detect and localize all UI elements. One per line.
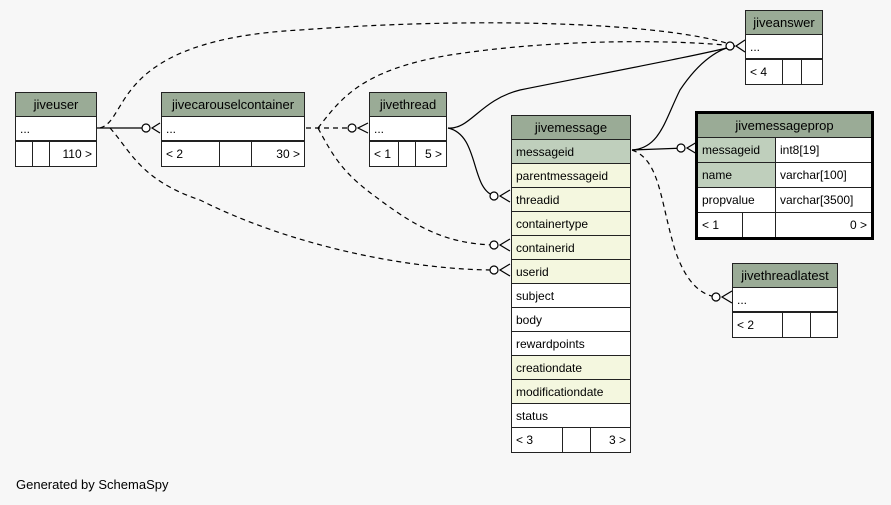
table-footer: < 2 bbox=[733, 312, 837, 337]
table-title: jiveuser bbox=[16, 93, 96, 117]
table-jivemessage[interactable]: jivemessage messageid parentmessageid th… bbox=[511, 115, 631, 453]
table-footer: < 3 3 > bbox=[512, 428, 630, 452]
column-row: subject bbox=[512, 284, 630, 308]
table-footer: < 1 0 > bbox=[698, 213, 871, 237]
table-footer: 110 > bbox=[16, 141, 96, 166]
footer-columns bbox=[563, 428, 591, 452]
footer-columns bbox=[743, 213, 776, 237]
table-jivecarouselcontainer[interactable]: jivecarouselcontainer ... < 2 30 > bbox=[161, 92, 305, 167]
footer-columns bbox=[399, 142, 416, 166]
footer-parents: < 2 bbox=[733, 313, 783, 337]
table-jivethreadlatest[interactable]: jivethreadlatest ... < 2 bbox=[732, 263, 838, 338]
table-jivethread[interactable]: jivethread ... < 1 5 > bbox=[369, 92, 447, 167]
edge-message-latest bbox=[631, 149, 719, 298]
column-row: modificationdate bbox=[512, 380, 630, 404]
footer-children bbox=[802, 60, 822, 84]
table-title: jivethread bbox=[370, 93, 446, 117]
footer-parents: < 1 bbox=[370, 142, 399, 166]
table-footer: < 2 30 > bbox=[162, 141, 304, 166]
edge-message-answer bbox=[631, 45, 736, 151]
column-row: status bbox=[512, 404, 630, 428]
column-row: messageid bbox=[512, 140, 630, 164]
table-title: jivemessageprop bbox=[698, 114, 871, 138]
footer-columns bbox=[783, 60, 802, 84]
footer-children bbox=[811, 313, 837, 337]
column-row: creationdate bbox=[512, 356, 630, 380]
edge-carousel-container bbox=[317, 127, 496, 246]
table-ellipsis: ... bbox=[162, 117, 304, 141]
table-title: jivethreadlatest bbox=[733, 264, 837, 288]
footer-children: 3 > bbox=[608, 433, 626, 447]
column-row: name varchar[100] bbox=[698, 163, 871, 188]
table-title: jivecarouselcontainer bbox=[162, 93, 304, 117]
footer-columns bbox=[783, 313, 811, 337]
column-row: threadid bbox=[512, 188, 630, 212]
column-row: containertype bbox=[512, 212, 630, 236]
footer-parents: < 1 bbox=[698, 213, 743, 237]
footer-parents: < 3 bbox=[512, 428, 563, 452]
column-row: containerid bbox=[512, 236, 630, 260]
table-jivemessageprop[interactable]: jivemessageprop messageid int8[19] name … bbox=[695, 111, 874, 240]
column-row: body bbox=[512, 308, 630, 332]
footer-columns bbox=[33, 142, 50, 166]
column-name: messageid bbox=[698, 138, 776, 162]
edge-message-prop bbox=[631, 147, 686, 151]
footer-children: 0 > bbox=[849, 218, 867, 232]
generated-by-label: Generated by SchemaSpy bbox=[16, 477, 169, 492]
column-type: int8[19] bbox=[780, 143, 820, 157]
table-ellipsis: ... bbox=[370, 117, 446, 141]
column-row: userid bbox=[512, 260, 630, 284]
column-type: varchar[3500] bbox=[780, 193, 854, 207]
column-name: propvalue bbox=[698, 188, 776, 212]
edge-user-answer bbox=[99, 22, 736, 129]
table-ellipsis: ... bbox=[733, 288, 837, 312]
footer-columns bbox=[220, 142, 252, 166]
table-title: jivemessage bbox=[512, 116, 630, 140]
footer-children: 30 > bbox=[276, 147, 300, 161]
column-row: rewardpoints bbox=[512, 332, 630, 356]
column-row: messageid int8[19] bbox=[698, 138, 871, 163]
table-jiveanswer[interactable]: jiveanswer ... < 4 bbox=[745, 10, 823, 85]
column-type: varchar[100] bbox=[780, 168, 847, 182]
edge-user-message bbox=[109, 127, 496, 271]
footer-parents: < 4 bbox=[746, 60, 783, 84]
edge-carousel-answer bbox=[317, 41, 736, 129]
column-row: parentmessageid bbox=[512, 164, 630, 188]
edge-thread-answer bbox=[447, 45, 736, 129]
footer-parents bbox=[16, 142, 33, 166]
table-footer: < 1 5 > bbox=[370, 141, 446, 166]
table-footer: < 4 bbox=[746, 59, 822, 84]
footer-parents: < 2 bbox=[162, 142, 220, 166]
column-row: propvalue varchar[3500] bbox=[698, 188, 871, 213]
edge-thread-message bbox=[447, 127, 496, 197]
table-jiveuser[interactable]: jiveuser ... 110 > bbox=[15, 92, 97, 167]
column-name: name bbox=[698, 163, 776, 187]
table-title: jiveanswer bbox=[746, 11, 822, 35]
footer-children: 5 > bbox=[424, 147, 442, 161]
footer-children: 110 > bbox=[62, 147, 92, 161]
table-ellipsis: ... bbox=[746, 35, 822, 59]
table-ellipsis: ... bbox=[16, 117, 96, 141]
